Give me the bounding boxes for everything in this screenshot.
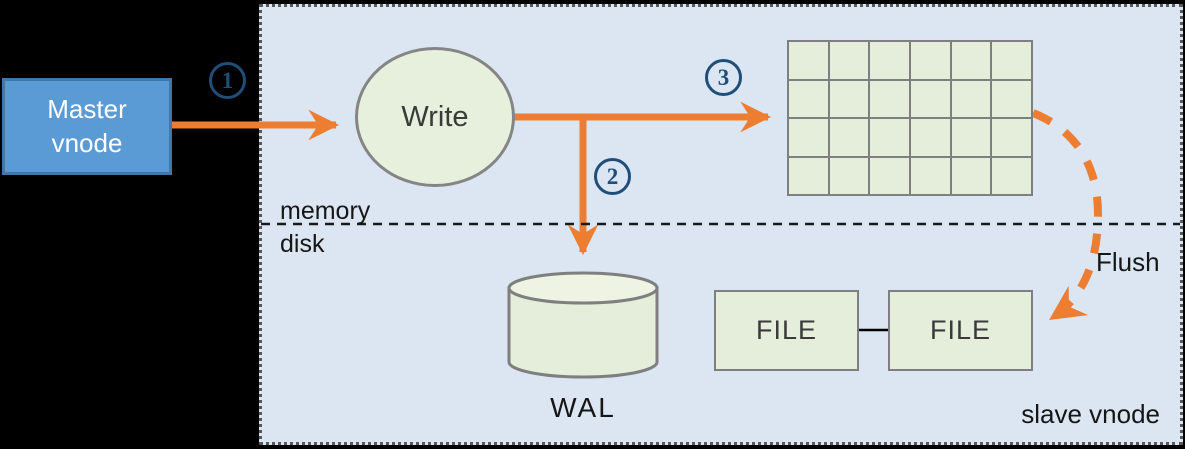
file-box-1: FILE xyxy=(714,290,859,371)
grid-cell xyxy=(870,157,909,194)
grid-cell xyxy=(992,80,1031,117)
flush-label: Flush xyxy=(1096,247,1160,277)
grid-cell xyxy=(911,80,950,117)
memtable-grid xyxy=(787,40,1033,196)
grid-cell xyxy=(829,157,869,194)
grid-cell xyxy=(992,42,1031,79)
step-badge-2: 2 xyxy=(594,158,631,195)
grid-cell xyxy=(951,80,991,117)
grid-cell xyxy=(951,42,991,79)
step-badge-1: 1 xyxy=(209,62,246,99)
grid-cell xyxy=(870,119,909,156)
grid-cell xyxy=(870,80,909,117)
grid-cell xyxy=(992,157,1031,194)
grid-cell xyxy=(951,157,991,194)
step-badge-1-label: 1 xyxy=(221,67,234,93)
grid-cell xyxy=(789,157,828,194)
grid-cell xyxy=(992,119,1031,156)
grid-cell xyxy=(911,119,950,156)
grid-cell xyxy=(911,157,950,194)
step-badge-3-label: 3 xyxy=(717,64,730,90)
grid-cell xyxy=(789,42,828,79)
grid-cell xyxy=(829,42,869,79)
write-node-label: Write xyxy=(401,100,469,133)
file-box-2: FILE xyxy=(888,290,1033,371)
memory-label: memory xyxy=(280,197,371,225)
disk-label: disk xyxy=(280,230,325,258)
slave-vnode-label: slave vnode xyxy=(1021,399,1160,429)
file-box-1-label: FILE xyxy=(755,315,818,345)
master-vnode-box: Master vnode xyxy=(2,78,172,175)
wal-label: WAL xyxy=(550,392,616,423)
grid-cell xyxy=(789,80,828,117)
master-vnode-label-line1: Master xyxy=(47,94,127,125)
grid-cell xyxy=(789,119,828,156)
step-badge-2-label: 2 xyxy=(606,163,619,189)
step-badge-3: 3 xyxy=(705,59,742,96)
grid-cell xyxy=(951,119,991,156)
file-box-2-label: FILE xyxy=(929,315,992,345)
grid-cell xyxy=(911,42,950,79)
master-vnode-label-line2: vnode xyxy=(51,127,123,158)
grid-cell xyxy=(870,42,909,79)
write-node: Write xyxy=(355,47,515,187)
grid-cell xyxy=(829,119,869,156)
grid-cell xyxy=(829,80,869,117)
